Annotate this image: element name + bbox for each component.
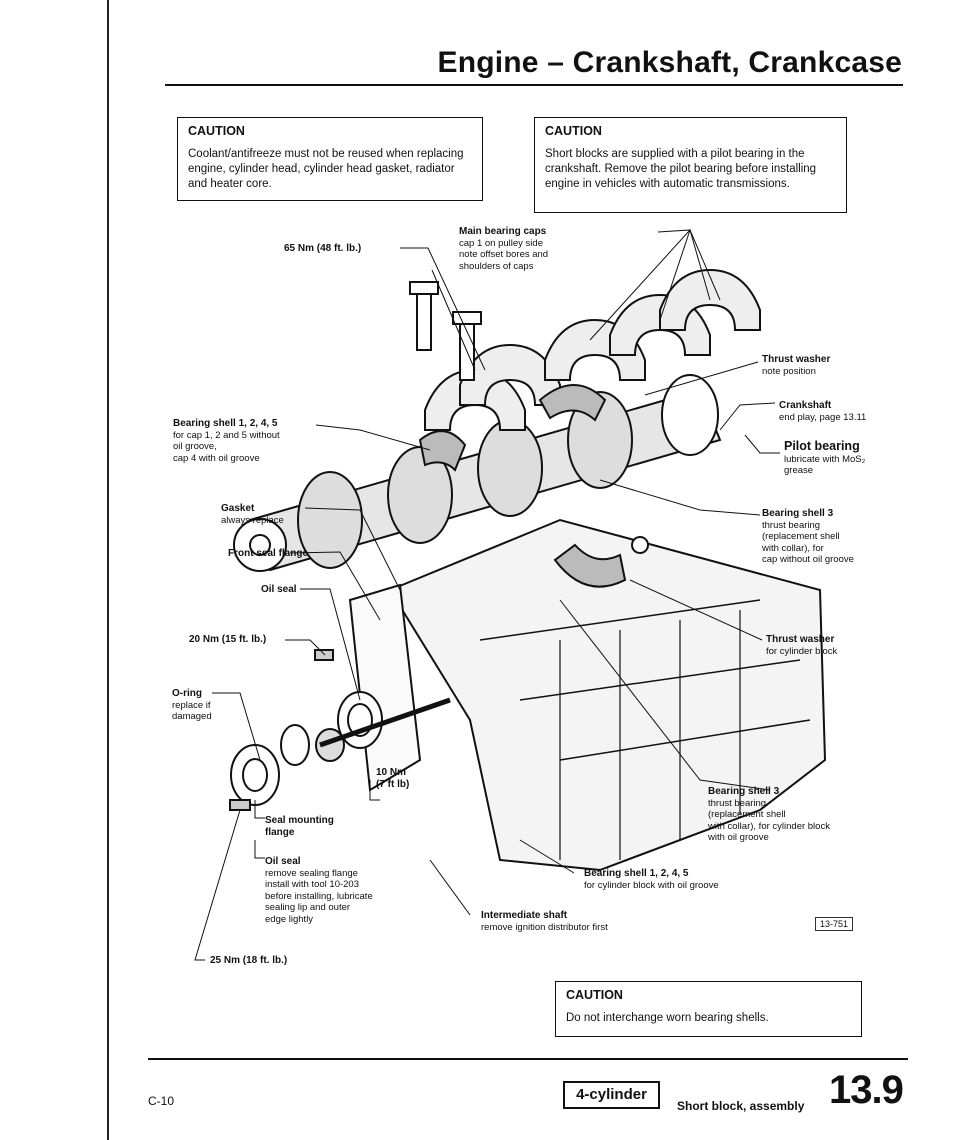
label-title: (7 ft lb)	[376, 778, 410, 790]
label-title: Thrust washer	[762, 354, 831, 365]
caution-box-coolant: CAUTION Coolant/antifreeze must not be r…	[177, 117, 483, 201]
footer-rule	[148, 1058, 908, 1060]
label-bearing-shell-3-cap: Bearing shell 3 thrust bearing (replacem…	[762, 508, 854, 566]
label-thrust-washer-block: Thrust washer for cylinder block	[766, 634, 837, 657]
label-bearing-shell-3-block: Bearing shell 3 thrust bearing (replacem…	[708, 786, 830, 844]
label-main-bearing-caps: Main bearing caps cap 1 on pulley side n…	[459, 226, 548, 272]
label-title: Bearing shell 3	[762, 508, 834, 519]
label-line: with collar), for cylinder block	[708, 820, 830, 832]
label-title: 20 Nm (15 ft. lb.)	[189, 634, 267, 645]
caution-box-pilot-bearing: CAUTION Short blocks are supplied with a…	[534, 117, 847, 213]
caution-body: Coolant/antifreeze must not be reused wh…	[188, 148, 464, 190]
label-line: before installing, lubricate	[265, 890, 373, 902]
page-title: Engine – Crankshaft, Crankcase	[437, 46, 902, 79]
label-line: grease	[784, 465, 814, 476]
label-line: install with tool 10-203	[265, 879, 359, 890]
label-torque-25nm: 25 Nm (18 ft. lb.)	[210, 955, 287, 967]
label-pilot-bearing: Pilot bearing lubricate with MoS₂ grease	[784, 439, 866, 477]
page-number: 13.9	[829, 1068, 904, 1112]
label-line: replace if	[172, 699, 211, 711]
label-title: Main bearing caps	[459, 226, 547, 237]
label-title: flange	[265, 826, 295, 838]
label-line: (replacement shell	[708, 809, 786, 820]
label-bearing-shell-1245-cap: Bearing shell 1, 2, 4, 5 for cap 1, 2 an…	[173, 418, 280, 464]
binding-edge-line	[107, 0, 109, 1140]
label-line: oil groove,	[173, 441, 217, 452]
caution-heading: CAUTION	[188, 124, 245, 138]
label-title: Intermediate shaft	[481, 910, 568, 921]
label-line: thrust bearing	[708, 797, 767, 809]
label-line: for cylinder block	[766, 645, 838, 657]
figure-reference: 13-751	[815, 917, 854, 931]
label-intermediate-shaft: Intermediate shaft remove ignition distr…	[481, 910, 608, 933]
label-line: end play, page 13.11	[779, 411, 867, 423]
header-rule	[165, 84, 903, 86]
label-line: with oil groove	[708, 832, 769, 843]
label-line: with collar), for	[762, 542, 824, 554]
label-title: Pilot bearing	[784, 439, 860, 453]
label-front-seal-flange: Front seal flange	[228, 548, 308, 560]
label-line: edge lightly	[265, 913, 314, 925]
label-title: Seal mounting	[265, 815, 334, 826]
label-torque-20nm: 20 Nm (15 ft. lb.)	[189, 634, 266, 646]
label-line: thrust bearing	[762, 519, 821, 531]
label-line: cap without oil groove	[762, 554, 854, 565]
label-oil-seal-rear: Oil seal remove sealing flange install w…	[265, 856, 373, 925]
label-bearing-shell-1245-block: Bearing shell 1, 2, 4, 5 for cylinder bl…	[584, 868, 719, 891]
label-oil-seal: Oil seal	[261, 584, 297, 596]
footer-section-title: Short block, assembly	[677, 1099, 805, 1113]
label-title: Bearing shell 1, 2, 4, 5	[584, 868, 689, 879]
caution-box-bearing-shells: CAUTION Do not interchange worn bearing …	[555, 981, 862, 1037]
label-line: shoulders of caps	[459, 260, 534, 272]
label-title: Oil seal	[265, 856, 301, 867]
caution-heading: CAUTION	[545, 124, 602, 138]
label-seal-mounting-flange: Seal mounting flange	[265, 815, 334, 838]
label-title: Crankshaft	[779, 400, 832, 411]
caution-body: Do not interchange worn bearing shells.	[566, 1012, 769, 1024]
label-line: for cap 1, 2 and 5 without	[173, 429, 280, 441]
label-line: note position	[762, 365, 816, 377]
label-title: Front seal flange	[228, 548, 309, 559]
engine-type-badge: 4-cylinder	[563, 1081, 660, 1109]
label-line: remove sealing flange	[265, 867, 358, 879]
label-line: lubricate with MoS₂	[784, 453, 866, 465]
label-o-ring: O-ring replace if damaged	[172, 688, 212, 723]
label-line: cap 4 with oil groove	[173, 452, 260, 464]
label-line: cap 1 on pulley side	[459, 237, 543, 249]
label-line: always replace	[221, 514, 284, 526]
label-title: 10 Nm	[376, 767, 407, 778]
label-torque-65nm: 65 Nm (48 ft. lb.)	[284, 243, 361, 255]
label-line: damaged	[172, 711, 212, 722]
label-line: for cylinder block with oil groove	[584, 879, 719, 891]
caution-body: Short blocks are supplied with a pilot b…	[545, 148, 817, 190]
label-line: sealing lip and outer	[265, 902, 351, 913]
label-title: Oil seal	[261, 584, 297, 595]
label-title: Bearing shell 1, 2, 4, 5	[173, 418, 278, 429]
label-thrust-washer: Thrust washer note position	[762, 354, 830, 377]
label-line: (replacement shell	[762, 531, 840, 542]
caution-heading: CAUTION	[566, 988, 623, 1002]
label-crankshaft: Crankshaft end play, page 13.11	[779, 400, 866, 423]
label-title: Bearing shell 3	[708, 786, 780, 797]
label-title: Gasket	[221, 503, 255, 514]
label-gasket: Gasket always replace	[221, 503, 284, 526]
label-title: Thrust washer	[766, 634, 835, 645]
label-text: 65 Nm (48 ft. lb.)	[284, 243, 362, 254]
label-title: O-ring	[172, 688, 202, 699]
label-line: note offset bores and	[459, 249, 549, 260]
label-title: 25 Nm (18 ft. lb.)	[210, 955, 288, 966]
label-line: remove ignition distributor first	[481, 921, 608, 933]
footer-page-code: C-10	[148, 1094, 175, 1108]
label-torque-10nm: 10 Nm (7 ft lb)	[376, 767, 409, 790]
